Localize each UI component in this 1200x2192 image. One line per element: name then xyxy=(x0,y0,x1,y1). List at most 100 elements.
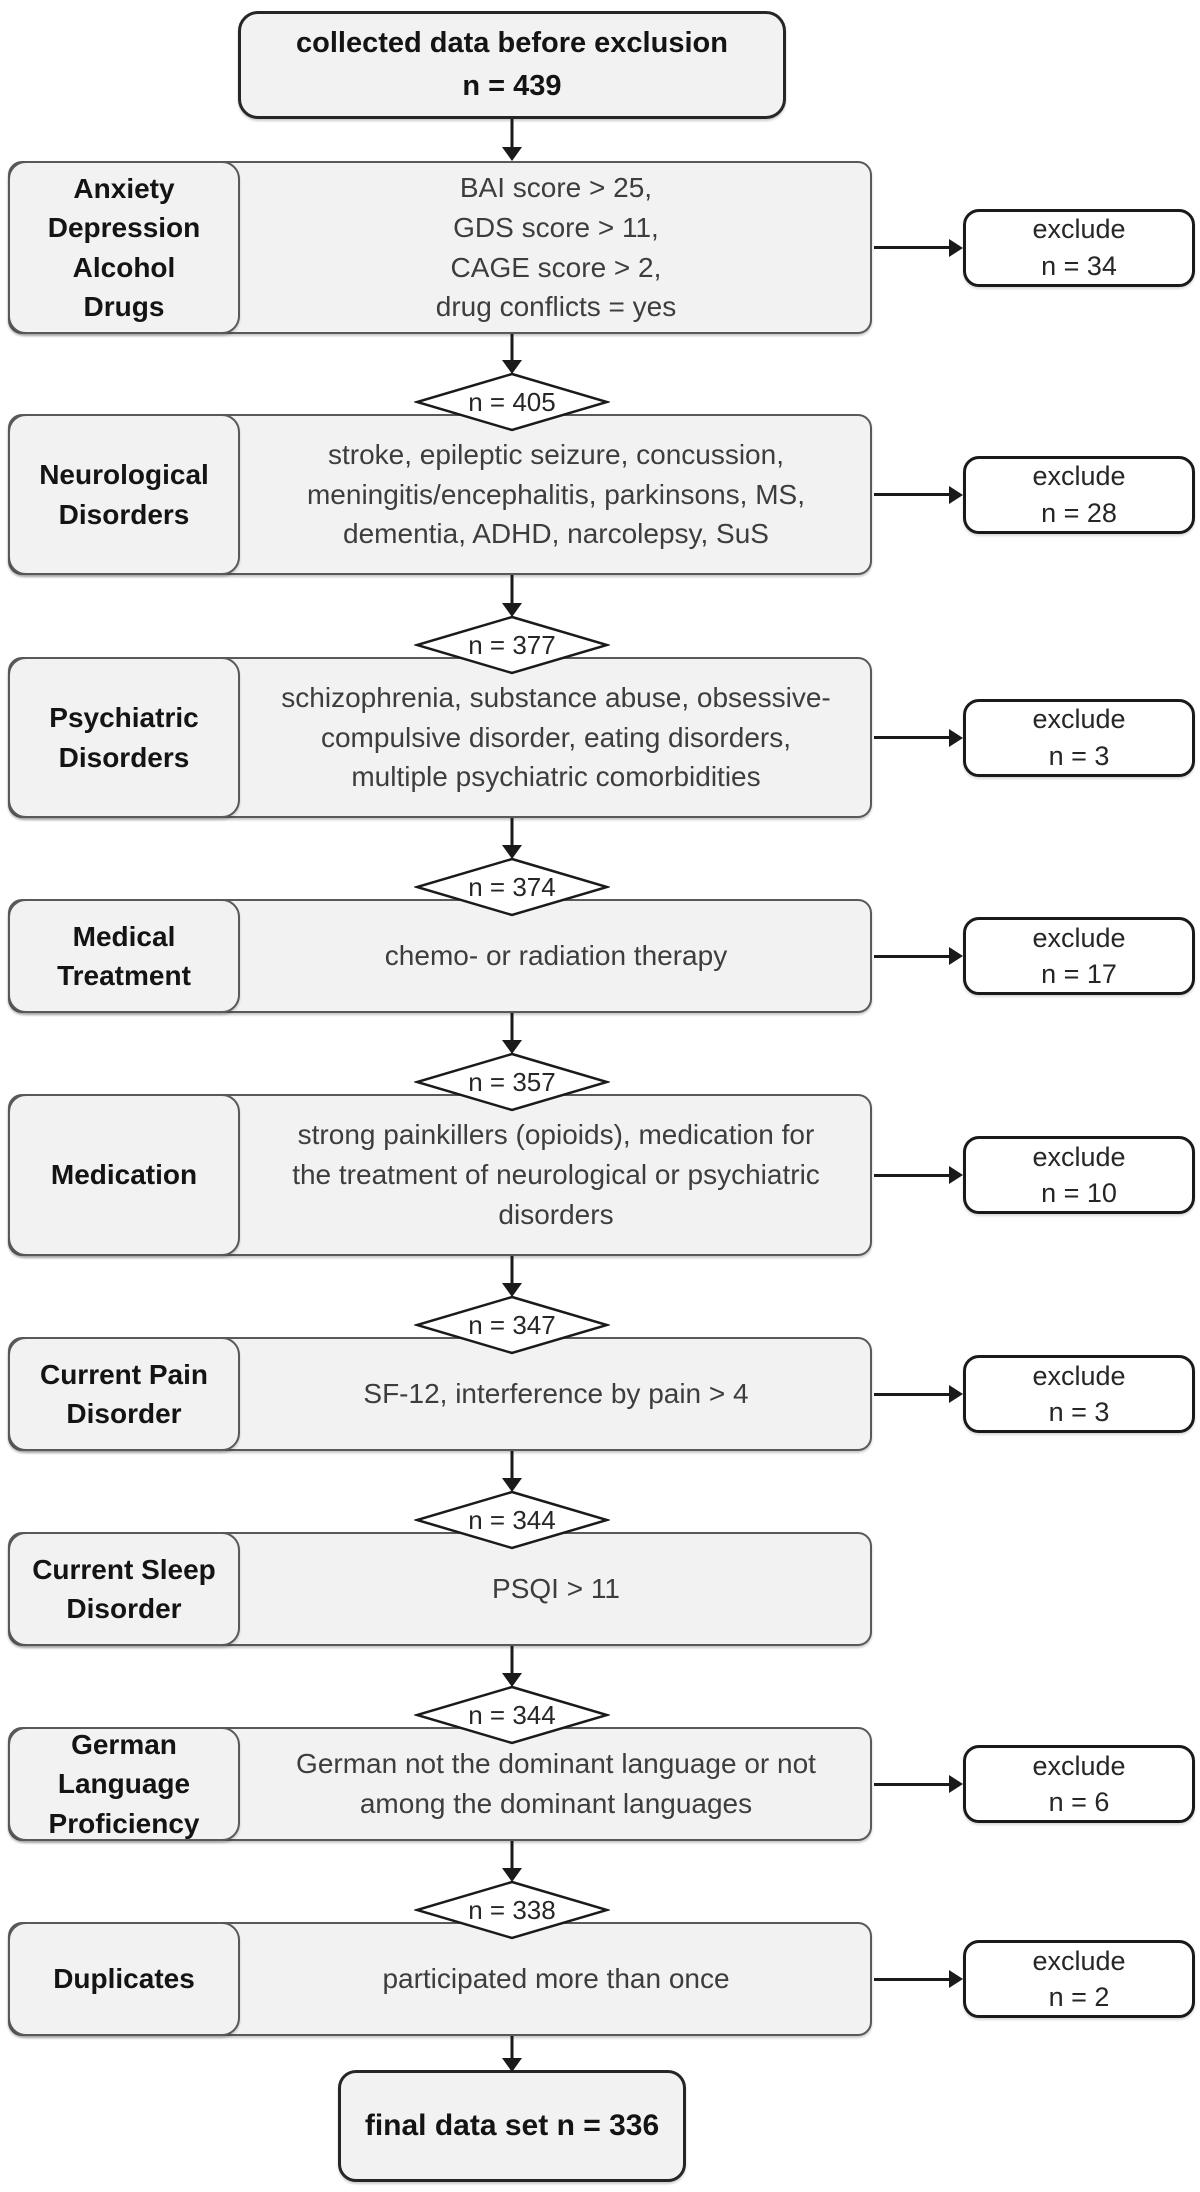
stage-label-box: Current Pain Disorder xyxy=(8,1337,240,1451)
stage-label-box: Current Sleep Disorder xyxy=(8,1532,240,1646)
arrow-line xyxy=(874,736,953,739)
diamond-count-text: n = 344 xyxy=(468,1504,556,1535)
down-arrow-5 xyxy=(494,1013,530,1054)
arrowhead-right-icon xyxy=(949,1166,963,1184)
arrow-line xyxy=(874,1782,953,1786)
stage-medical-treatment: chemo- or radiation therapy Medical Trea… xyxy=(0,899,1200,1013)
arrowhead-down-icon xyxy=(502,147,522,161)
diamond-count-7: n = 344 xyxy=(414,1685,610,1745)
arrowhead-down-icon xyxy=(502,1040,522,1054)
diamond-count-4: n = 357 xyxy=(414,1052,610,1112)
diamond-shape xyxy=(414,1052,610,1112)
diamond-shape xyxy=(414,372,610,432)
criteria-box: PSQI > 11 xyxy=(8,1532,872,1646)
down-arrow-1 xyxy=(494,119,530,161)
arrowhead-down-icon xyxy=(502,360,522,374)
diamond-count-6: n = 344 xyxy=(414,1490,610,1550)
diamond-count-text: n = 357 xyxy=(468,1066,556,1097)
diamond-shape xyxy=(414,1880,610,1940)
diamond-shape xyxy=(414,857,610,917)
exclude-box: exclude n = 6 xyxy=(963,1745,1195,1823)
exclude-box: exclude n = 34 xyxy=(963,208,1195,287)
stage-label-text: Neurological Disorders xyxy=(39,459,209,530)
stage-label-box: Medical Treatment xyxy=(8,899,240,1013)
stage-label-box: Duplicates xyxy=(8,1922,240,2036)
arrow-line xyxy=(510,1256,514,1289)
down-arrow-8 xyxy=(494,1646,530,1687)
arrowhead-right-icon xyxy=(949,1970,963,1988)
criteria-text: BAI score > 25, GDS score > 11, CAGE sco… xyxy=(435,172,677,323)
arrow-line xyxy=(874,1392,953,1396)
exclude-text: exclude n = 34 xyxy=(1032,214,1126,281)
arrowhead-right-icon xyxy=(949,485,963,504)
exclude-box: exclude n = 3 xyxy=(963,1355,1195,1433)
diamond-shape xyxy=(414,1685,610,1745)
diamond-shape xyxy=(414,1490,610,1550)
exclude-box: exclude n = 2 xyxy=(963,1940,1195,2018)
stage-duplicates: participated more than once Duplicates e… xyxy=(0,1922,1200,2036)
arrowhead-right-icon xyxy=(949,238,963,257)
stage-label-box: Psychiatric Disorders xyxy=(8,657,240,818)
diamond-count-3: n = 374 xyxy=(414,857,610,917)
stage-label-text: Medical Treatment xyxy=(57,920,191,991)
diamond-count-8: n = 338 xyxy=(414,1880,610,1940)
arrow-line xyxy=(510,818,514,851)
arrowhead-right-icon xyxy=(949,728,963,747)
start-box-text: collected data before exclusion n = 439 xyxy=(296,26,728,103)
down-arrow-10 xyxy=(494,2036,530,2072)
down-arrow-4 xyxy=(494,818,530,859)
down-arrow-7 xyxy=(494,1451,530,1492)
criteria-text: chemo- or radiation therapy xyxy=(384,940,728,972)
start-box: collected data before exclusion n = 439 xyxy=(238,11,786,119)
stage-label-text: Current Sleep Disorder xyxy=(32,1553,216,1624)
final-box: final data set n = 336 xyxy=(338,2070,686,2182)
arrow-line xyxy=(874,493,953,496)
arrowhead-down-icon xyxy=(502,1478,522,1492)
criteria-text: schizophrenia, substance abuse, obsessiv… xyxy=(281,681,831,793)
stage-current-pain-disorder: SF-12, interference by pain > 4 Current … xyxy=(0,1337,1200,1451)
stage-current-sleep-disorder: PSQI > 11 Current Sleep Disorder xyxy=(0,1532,1200,1646)
arrow-line xyxy=(874,1173,953,1177)
diamond-count-1: n = 405 xyxy=(414,372,610,432)
criteria-text: stroke, epileptic seizure, concussion, m… xyxy=(306,438,805,550)
diamond-count-text: n = 344 xyxy=(468,1699,556,1730)
arrowhead-right-icon xyxy=(949,947,963,965)
arrow-line xyxy=(510,1451,514,1484)
criteria-text: participated more than once xyxy=(382,1963,730,1995)
arrow-line xyxy=(510,119,514,153)
exclude-box: exclude n = 28 xyxy=(963,455,1195,534)
exclude-text: exclude n = 10 xyxy=(1032,1141,1126,1208)
down-arrow-9 xyxy=(494,1841,530,1882)
exclude-text: exclude n = 28 xyxy=(1032,461,1126,528)
arrow-line xyxy=(510,575,514,609)
exclude-box: exclude n = 17 xyxy=(963,917,1195,995)
arrowhead-down-icon xyxy=(502,1673,522,1687)
exclude-box: exclude n = 10 xyxy=(963,1136,1195,1214)
down-arrow-2 xyxy=(494,334,530,374)
arrow-line xyxy=(510,334,514,366)
exclude-text: exclude n = 2 xyxy=(1032,1945,1126,2012)
diamond-count-text: n = 405 xyxy=(468,386,556,417)
stage-label-box: German Language Proficiency xyxy=(8,1727,240,1841)
stage-label-box: Neurological Disorders xyxy=(8,414,240,575)
exclude-text: exclude n = 3 xyxy=(1032,1360,1126,1427)
diamond-shape xyxy=(414,1295,610,1355)
arrowhead-down-icon xyxy=(502,845,522,859)
stage-label-box: Medication xyxy=(8,1094,240,1256)
diamond-count-text: n = 377 xyxy=(468,629,556,660)
stage-label-text: Duplicates xyxy=(53,1963,195,1995)
diamond-count-5: n = 347 xyxy=(414,1295,610,1355)
criteria-text: SF-12, interference by pain > 4 xyxy=(363,1378,749,1410)
criteria-text: German not the dominant language or not … xyxy=(296,1748,816,1819)
stage-medication: strong painkillers (opioids), medication… xyxy=(0,1094,1200,1256)
stage-german-language-proficiency: German not the dominant language or not … xyxy=(0,1727,1200,1841)
arrowhead-down-icon xyxy=(502,1868,522,1882)
arrowhead-down-icon xyxy=(502,603,522,617)
stage-label-text: Medication xyxy=(50,1159,198,1191)
stage-label-text: Anxiety Depression Alcohol Drugs xyxy=(47,173,201,322)
exclude-text: exclude n = 6 xyxy=(1032,1750,1126,1817)
final-box-text: final data set n = 336 xyxy=(364,2109,660,2142)
arrowhead-right-icon xyxy=(949,1385,963,1403)
stage-label-box: Anxiety Depression Alcohol Drugs xyxy=(8,161,240,334)
